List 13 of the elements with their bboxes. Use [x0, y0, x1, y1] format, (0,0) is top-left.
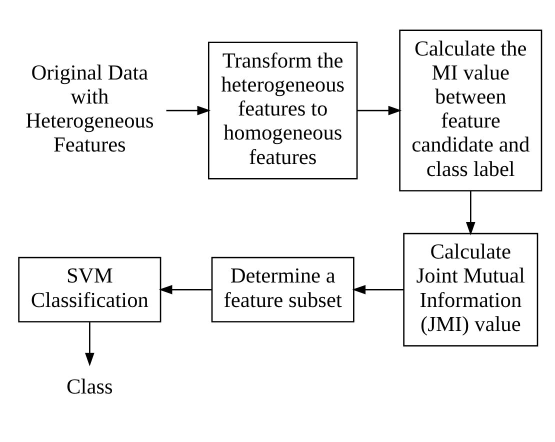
arrow	[158, 284, 212, 294]
arrow	[85, 322, 94, 366]
arrow	[466, 190, 476, 235]
node-text: Class	[66, 374, 113, 398]
node-text: Original Data with Heterogeneous Features	[26, 60, 154, 156]
node-box: Calculate Joint Mutual Information (JMI) value	[403, 232, 538, 346]
node-box: SVM Classification	[18, 256, 162, 322]
node-box: Determine a feature subset	[211, 256, 354, 322]
node-box: Calculate the MI value between feature candidate and class label	[399, 29, 542, 191]
arrow	[352, 284, 404, 294]
node-box: Transform the heterogeneous features to homogeneous features	[208, 41, 358, 179]
arrow	[166, 105, 211, 115]
arrow	[357, 105, 402, 115]
